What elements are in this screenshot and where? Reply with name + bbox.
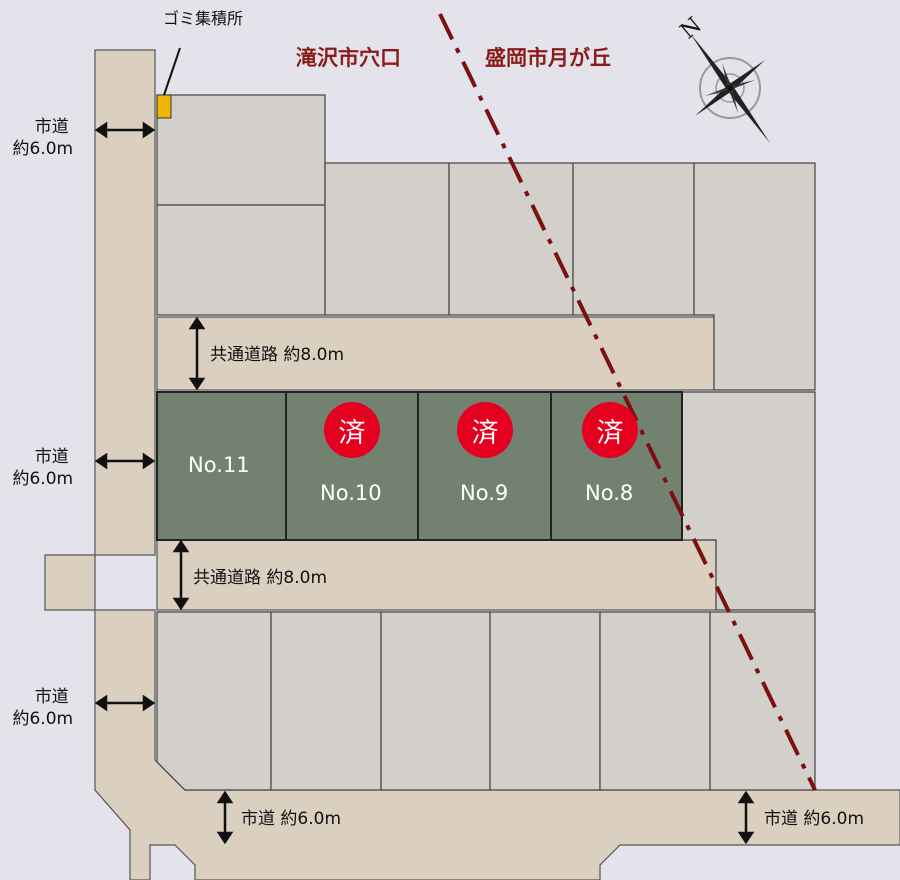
sold-badge: 済 [324,402,380,458]
garbage-pointer [163,47,181,96]
city-road-label-3: 市道約6.0m [13,686,74,730]
city-road-label-bottom-2: 市道 約6.0m [764,809,864,829]
lot-label-10[interactable]: No.10 [320,481,382,505]
lots [156,94,816,791]
common-road-label-2: 共通道路 約8.0m [193,568,327,588]
garbage-station-label: ゴミ集積所 [163,9,244,28]
city-boundary-line [438,13,817,791]
road-name: 市道 [34,687,69,707]
area-label-west: 滝沢市穴口 [296,46,401,70]
common-road-label-1: 共通道路 約8.0m [210,345,344,365]
city-road-label-1: 市道約6.0m [13,116,74,160]
lot-label-8[interactable]: No.8 [585,481,634,505]
city-road-label-bottom-1: 市道 約6.0m [241,809,341,829]
city-road-west [44,49,900,880]
sold-badge: 済 [457,402,513,458]
lot-label-9[interactable]: No.9 [460,481,509,505]
common-road-2 [156,539,717,611]
lot-label-11[interactable]: No.11 [188,453,250,477]
compass-icon [690,33,770,143]
garbage-station [156,94,172,119]
sold-badge: 済 [582,402,638,458]
road-width: 約6.0m [12,469,74,489]
road-name: 市道 [34,447,69,467]
width-arrows [94,121,755,845]
road-width: 約6.0m [12,709,74,729]
city-road-label-2: 市道約6.0m [13,446,74,490]
road-name: 市道 [34,117,69,137]
area-label-east: 盛岡市月が丘 [485,46,611,70]
road-width: 約6.0m [12,139,74,159]
